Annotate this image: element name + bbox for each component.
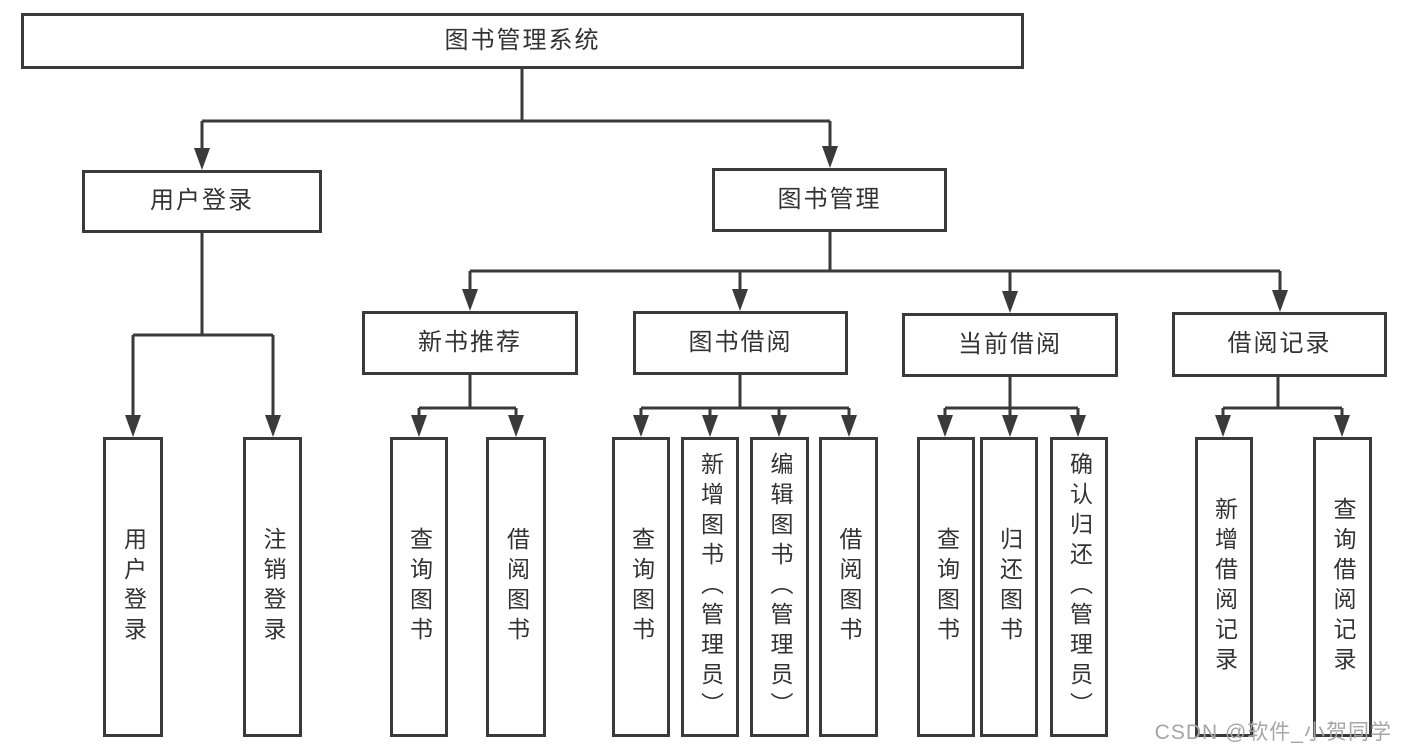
- node-current-borrow: 当前借阅: [902, 313, 1118, 377]
- watermark: CSDN @软件_小贺同学: [1154, 721, 1392, 744]
- node-user-login: 用户登录: [82, 170, 322, 233]
- leaf-add-borrow-record: 新增借阅记录: [1195, 437, 1253, 737]
- node-book-borrow: 图书借阅: [633, 311, 848, 375]
- leaf-user-login: 用户登录: [103, 437, 163, 737]
- leaf-borrow-books-recommend: 借阅图书: [486, 437, 546, 737]
- node-new-book-recommend: 新书推荐: [362, 311, 578, 375]
- leaf-logout: 注销登录: [243, 437, 302, 737]
- leaf-edit-book-admin: 编辑图书（管理员）: [750, 437, 809, 737]
- leaf-confirm-return-admin: 确认归还（管理员）: [1050, 437, 1108, 737]
- leaf-borrow-books: 借阅图书: [819, 437, 878, 737]
- leaf-query-books-current: 查询图书: [917, 437, 975, 737]
- leaf-query-borrow-record: 查询借阅记录: [1313, 437, 1372, 737]
- leaf-query-books-borrow: 查询图书: [612, 437, 670, 737]
- leaf-add-book-admin: 新增图书（管理员）: [681, 437, 739, 737]
- node-root: 图书管理系统: [21, 13, 1024, 69]
- node-book-management: 图书管理: [712, 168, 947, 232]
- node-borrow-records: 借阅记录: [1172, 312, 1387, 377]
- leaf-query-books-recommend: 查询图书: [390, 437, 448, 737]
- leaf-return-book: 归还图书: [980, 437, 1038, 737]
